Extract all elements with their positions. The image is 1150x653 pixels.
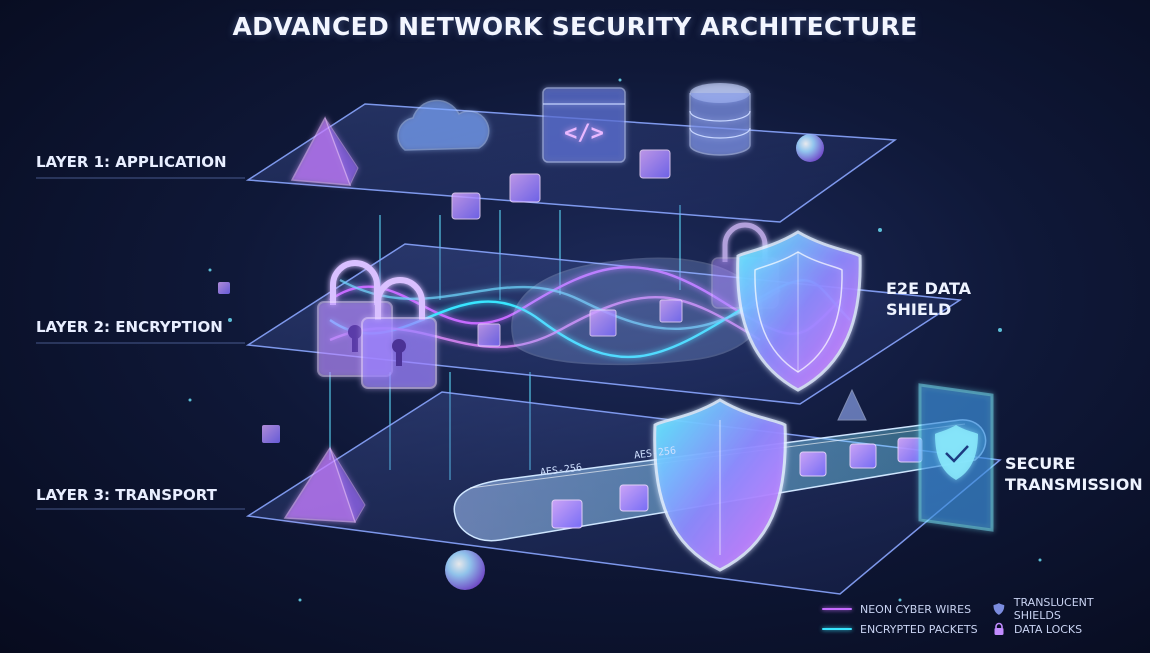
layer-label-application: LAYER 1: APPLICATION — [36, 153, 227, 171]
callout-line: E2E DATA — [886, 279, 972, 298]
sphere-icon — [796, 134, 824, 162]
callout-secure-transmission: SECURE TRANSMISSION — [1005, 453, 1143, 495]
legend-label: TRANSLUCENT SHIELDS — [1013, 596, 1094, 622]
secure-panel-icon — [918, 383, 994, 532]
legend-item-wires: NEON CYBER WIRES — [822, 601, 971, 617]
pyramid-icon — [290, 116, 359, 187]
legend-label: ENCRYPTED PACKETS — [860, 622, 978, 636]
callout-e2e-data-shield: E2E DATA SHIELD — [886, 278, 971, 320]
layer-label-transport: LAYER 3: TRANSPORT — [36, 486, 217, 504]
neon-wire-swatch — [822, 608, 852, 610]
page-title: ADVANCED NETWORK SECURITY ARCHITECTURE — [232, 12, 918, 41]
pyramid-icon — [283, 446, 366, 524]
callout-line: SECURE — [1005, 454, 1076, 473]
sphere-icon — [445, 550, 485, 590]
legend-label: NEON CYBER WIRES — [860, 602, 972, 616]
code-window-icon: </> — [542, 87, 626, 163]
cloud-icon — [397, 99, 490, 151]
callout-line: TRANSMISSION — [1005, 475, 1143, 494]
packet-line-swatch — [822, 628, 852, 630]
shield-icon — [653, 398, 787, 572]
svg-text:</>: </> — [564, 121, 604, 146]
legend-item-locks: DATA LOCKS — [992, 621, 1082, 637]
data-shield-icon — [736, 230, 862, 392]
padlock-icon — [361, 277, 437, 389]
shield-icon — [993, 603, 1005, 615]
lock-icon — [994, 622, 1004, 635]
database-icon — [689, 83, 751, 156]
legend: NEON CYBER WIRES ENCRYPTED PACKETS TRANS… — [822, 596, 1142, 643]
legend-label: DATA LOCKS — [1014, 622, 1083, 636]
callout-line: SHIELD — [886, 300, 952, 319]
legend-item-shields: TRANSLUCENT SHIELDS — [992, 596, 1142, 622]
legend-item-packets: ENCRYPTED PACKETS — [822, 621, 978, 637]
layer-label-encryption: LAYER 2: ENCRYPTION — [36, 318, 223, 336]
